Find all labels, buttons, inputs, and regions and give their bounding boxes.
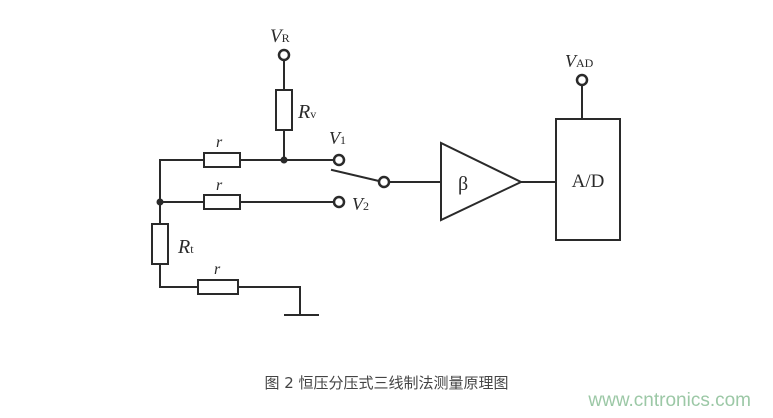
terminal-v1: [332, 153, 346, 167]
label-r-top: r: [216, 134, 223, 151]
terminal-vad: [575, 73, 589, 87]
label-rt: Rt: [177, 236, 194, 258]
switch-blade: [330, 168, 381, 183]
amplifier-beta: [440, 141, 524, 222]
label-adc: A/D: [572, 171, 605, 192]
label-vr: VR: [270, 26, 290, 47]
switch-common-terminal: [377, 175, 391, 189]
terminal-vr: [277, 48, 291, 62]
label-v1: V1: [329, 128, 346, 148]
resistor-r-mid: [203, 194, 241, 210]
resistor-rv: [275, 89, 293, 131]
adc-block: [555, 118, 621, 241]
figure-caption: 图 2 恒压分压式三线制法测量原理图: [264, 374, 509, 392]
label-beta: β: [458, 173, 468, 195]
resistor-r-bottom: [197, 279, 239, 295]
resistor-r-top: [203, 152, 241, 168]
label-r-bottom: r: [214, 261, 221, 278]
watermark: www.cntronics.com: [588, 390, 751, 411]
label-vad: VAD: [565, 51, 594, 71]
terminal-v2: [332, 195, 346, 209]
label-rv: Rv: [297, 101, 316, 123]
label-r-mid: r: [216, 177, 223, 194]
resistor-rt: [151, 223, 169, 265]
label-v2: V2: [352, 194, 369, 214]
junction-node-top: [280, 156, 288, 164]
